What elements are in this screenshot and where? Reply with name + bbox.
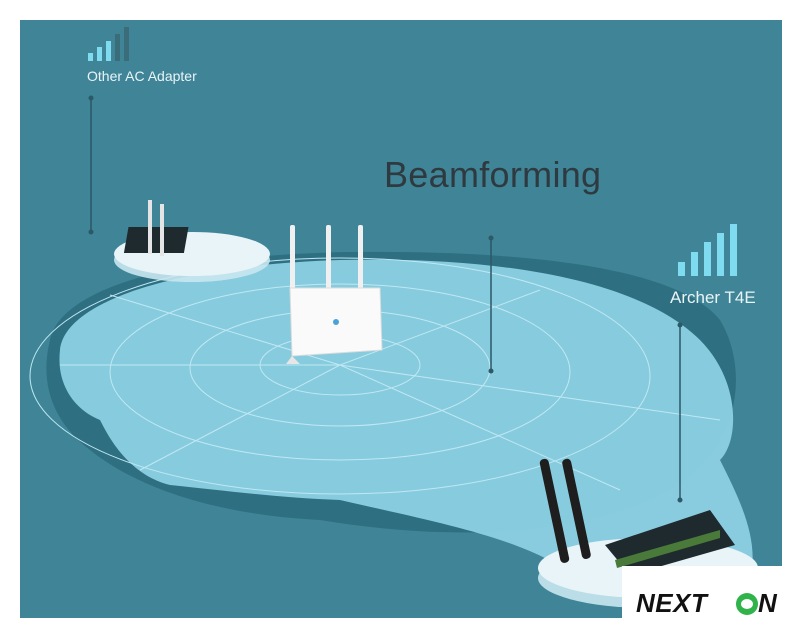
other-adapter-label: Other AC Adapter	[87, 68, 197, 84]
beamforming-scene: Other AC Adapter Beamforming Archer T4E	[20, 20, 782, 618]
floor-illustration	[29, 27, 758, 608]
logo-text-part1: NEXT	[636, 588, 708, 618]
signal-bars-other-adapter-icon	[88, 27, 129, 61]
router-device	[286, 225, 383, 364]
nexton-logo: NEXT N	[622, 566, 782, 640]
archer-pedestal	[538, 458, 758, 608]
signal-bar	[704, 242, 711, 276]
signal-bar	[97, 47, 102, 61]
callout-dots	[88, 95, 683, 503]
signal-bar	[691, 252, 698, 276]
signal-bar	[124, 27, 129, 61]
archer-label: Archer T4E	[670, 288, 756, 307]
signal-bar	[88, 53, 93, 61]
signal-bar	[678, 262, 685, 276]
signal-bar	[717, 233, 724, 276]
other-adapter-pedestal	[114, 200, 270, 282]
signal-bar	[106, 41, 111, 61]
signal-bars-archer-icon	[678, 224, 737, 276]
signal-bar	[115, 34, 120, 61]
callout-lines	[90, 98, 681, 500]
signal-bar	[730, 224, 737, 276]
beamforming-title: Beamforming	[384, 154, 602, 195]
logo-text-part2: N	[758, 588, 777, 618]
logo-o-icon	[736, 593, 758, 615]
